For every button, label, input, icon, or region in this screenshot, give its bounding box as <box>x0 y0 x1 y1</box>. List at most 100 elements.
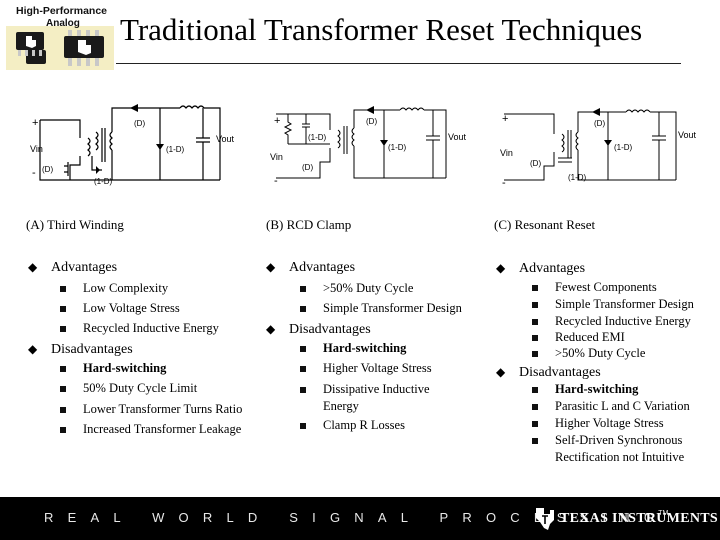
d1-label: (1-D) <box>614 143 633 152</box>
square-bullet-icon <box>532 404 538 410</box>
advantages-heading-text: Advantages <box>519 261 586 276</box>
list-item-text: Recycled Inductive Energy <box>555 314 691 328</box>
minus-label: - <box>274 175 278 187</box>
ti-state-icon <box>536 508 554 530</box>
list-item-text: Low Voltage Stress <box>83 301 180 315</box>
disadvantages-heading-text: Disadvantages <box>289 322 371 337</box>
disadvantages-heading-b: ◆ Disadvantages <box>266 322 371 338</box>
texas-instruments-logo: TEXAS INSTRUMENTS <box>530 505 718 533</box>
plus-label: + <box>274 115 280 127</box>
diamond-bullet-icon: ◆ <box>28 342 38 356</box>
dq-label: (D) <box>42 165 53 174</box>
disadvantages-heading-a: ◆ Disadvantages <box>28 342 133 358</box>
advantages-heading-b: ◆ Advantages <box>266 260 355 276</box>
minus-label: - <box>502 177 506 189</box>
list-item-text: Hard-switching <box>83 361 167 375</box>
vout-label: Vout <box>448 132 467 142</box>
d1-label: (1-D) <box>308 133 327 142</box>
square-bullet-icon <box>300 387 306 393</box>
square-bullet-icon <box>532 302 538 308</box>
square-bullet-icon <box>60 386 66 392</box>
list-item-text: 50% Duty Cycle Limit <box>83 381 198 395</box>
list-item-text: Reduced EMI <box>555 330 625 344</box>
d1b-label: (1-D) <box>388 143 407 152</box>
disadvantages-heading-c: ◆ Disadvantages <box>496 365 601 381</box>
list-item-text: Dissipative Inductive Energy <box>323 382 430 413</box>
list-item-text: Clamp R Losses <box>323 418 405 432</box>
footer-tagline-text: REAL WORLD SIGNAL PROCESSING <box>44 510 669 525</box>
vout-label: Vout <box>678 130 697 140</box>
resonant-reset-circuit-diagram: + - Vin Vout (D) (1-D) (1-D) (D) <box>500 108 697 189</box>
footer-bar: REAL WORLD SIGNAL PROCESSINGTM TEXAS INS… <box>0 497 720 540</box>
list-item-text: Increased Transformer Leakage <box>83 422 242 436</box>
square-bullet-icon <box>60 407 66 413</box>
diamond-bullet-icon: ◆ <box>496 365 506 379</box>
column-label-rcd-clamp: (B) RCD Clamp <box>266 217 352 232</box>
square-bullet-icon <box>532 335 538 341</box>
list-item-text: Higher Voltage Stress <box>555 416 664 430</box>
column-label-third-winding: (A) Third Winding <box>26 217 124 232</box>
list-item-text: >50% Duty Cycle <box>555 346 646 360</box>
square-bullet-icon <box>300 306 306 312</box>
diamond-bullet-icon: ◆ <box>266 322 276 336</box>
list-item-text: Fewest Components <box>555 280 657 294</box>
plus-label: + <box>502 113 508 125</box>
analog-chips-icon <box>6 26 114 70</box>
square-bullet-icon <box>532 351 538 357</box>
high-performance-analog-logo: High-Performance Analog <box>4 2 116 72</box>
d-label: (D) <box>134 119 145 128</box>
disadvantages-heading-text: Disadvantages <box>51 342 133 357</box>
third-winding-circuit-diagram: + - Vin Vout (D) (1-D) (1-D) (D) <box>30 104 235 186</box>
footer-tagline: REAL WORLD SIGNAL PROCESSINGTM <box>44 510 668 525</box>
advantages-heading-a: ◆Advantages <box>28 260 117 276</box>
dq-label: (D) <box>530 159 541 168</box>
diamond-bullet-icon: ◆ <box>266 260 276 274</box>
title-divider <box>116 63 681 64</box>
square-bullet-icon <box>532 438 538 444</box>
logo-line-1: High-Performance <box>16 5 108 17</box>
advantages-heading-text: Advantages <box>289 260 356 275</box>
square-bullet-icon <box>532 285 538 291</box>
list-item-text: Simple Transformer Design <box>555 297 694 311</box>
list-item-text: Hard-switching <box>555 382 639 396</box>
list-item-text: >50% Duty Cycle <box>323 281 414 295</box>
disadvantages-heading-text: Disadvantages <box>519 365 601 380</box>
list-item-text: Parasitic L and C Variation <box>555 399 690 413</box>
square-bullet-icon <box>300 346 306 352</box>
list-item-text: Hard-switching <box>323 341 407 355</box>
advantages-heading-c: ◆ Advantages <box>496 261 585 277</box>
list-item-text: Self-Driven Synchronous Rectification no… <box>555 433 685 464</box>
square-bullet-icon <box>60 306 66 312</box>
d1-label: (1-D) <box>166 145 185 154</box>
square-bullet-icon <box>60 366 66 372</box>
square-bullet-icon <box>60 326 66 332</box>
d-label: (D) <box>366 117 377 126</box>
diamond-bullet-icon: ◆ <box>496 261 506 275</box>
list-item-text: Higher Voltage Stress <box>323 361 432 375</box>
d-label: (D) <box>594 119 605 128</box>
square-bullet-icon <box>300 366 306 372</box>
rcd-clamp-circuit-diagram: + - Vin Vout (D) (1-D) (1-D) (D) <box>270 106 467 187</box>
ti-brand-text: TEXAS INSTRUMENTS <box>560 511 718 526</box>
square-bullet-icon <box>300 423 306 429</box>
d1b-label: (1-D) <box>568 173 587 182</box>
logo-line-2: Analog <box>46 18 80 29</box>
vout-label: Vout <box>216 134 235 144</box>
square-bullet-icon <box>60 427 66 433</box>
square-bullet-icon <box>60 286 66 292</box>
trademark-mark: TM <box>658 510 669 517</box>
column-label-resonant-reset: (C) Resonant Reset <box>494 217 596 232</box>
list-item-text: Simple Transformer Design <box>323 301 462 315</box>
list-item-text: Low Complexity <box>83 281 169 295</box>
plus-label: + <box>32 117 38 129</box>
advantages-heading-text: Advantages <box>51 260 118 275</box>
list-item-text: Lower Transformer Turns Ratio <box>83 402 243 416</box>
vin-label: Vin <box>270 152 283 162</box>
square-bullet-icon <box>532 421 538 427</box>
list-item-text: Recycled Inductive Energy <box>83 321 219 335</box>
square-bullet-icon <box>532 387 538 393</box>
dq-label: (D) <box>302 163 313 172</box>
square-bullet-icon <box>300 286 306 292</box>
vin-label: Vin <box>30 144 43 154</box>
d1b-label: (1-D) <box>94 177 113 186</box>
